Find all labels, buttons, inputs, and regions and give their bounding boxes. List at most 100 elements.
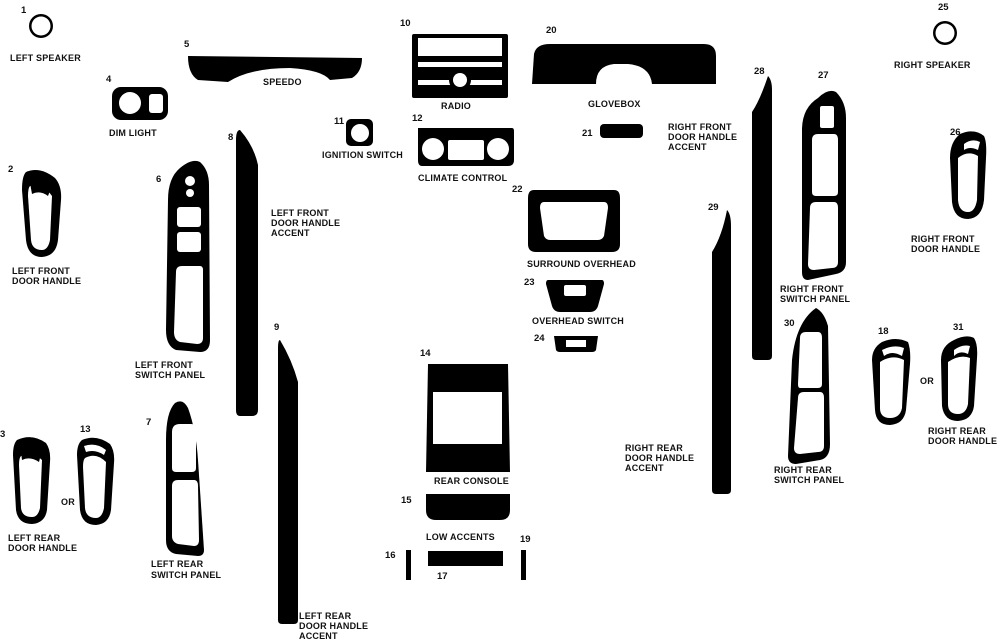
part-number: 6: [156, 174, 161, 185]
part-label: CLIMATE CONTROL: [418, 173, 508, 183]
part-label: RIGHT SPEAKER: [894, 60, 971, 70]
part-number: 13: [80, 424, 91, 435]
part-label: SWITCH PANEL: [774, 475, 845, 485]
part-label: ACCENT: [668, 142, 707, 152]
part-number: 29: [708, 202, 719, 213]
part-label: LOW ACCENTS: [426, 532, 495, 542]
part-30-right-rear-switch-panel: 30 RIGHT REAR SWITCH PANEL: [774, 308, 845, 485]
part-number: 21: [582, 128, 593, 139]
part-number: 15: [401, 495, 412, 506]
part-7-left-rear-switch-panel: 7 LEFT REAR SWITCH PANEL: [146, 401, 222, 580]
part-6-left-front-switch-panel: 6 LEFT FRONT SWITCH PANEL: [135, 160, 210, 380]
part-number: 27: [818, 70, 829, 81]
part-label: LEFT FRONT: [271, 208, 329, 218]
part-14-rear-console: 14 REAR CONSOLE: [420, 348, 510, 486]
part-11-ignition-switch: 11 IGNITION SWITCH: [322, 116, 403, 160]
part-number: 30: [784, 318, 795, 329]
part-10-radio: 10 RADIO: [400, 18, 508, 111]
part-label: RIGHT REAR: [774, 465, 832, 475]
part-number: 1: [21, 5, 27, 16]
part-number: 2: [8, 164, 13, 175]
part-number: 4: [106, 74, 112, 85]
part-number: 8: [228, 132, 233, 143]
or-connector: OR: [920, 376, 934, 386]
part-label: RIGHT FRONT: [780, 284, 844, 294]
part-label: SURROUND OVERHEAD: [527, 259, 636, 269]
part-label: LEFT REAR: [299, 611, 352, 621]
part-label: IGNITION SWITCH: [322, 150, 403, 160]
part-25-right-speaker: 25 RIGHT SPEAKER: [894, 2, 971, 70]
part-26-right-front-door-handle: 26 RIGHT FRONT DOOR HANDLE: [911, 127, 987, 254]
part-label: LEFT SPEAKER: [10, 53, 81, 63]
part-22-surround-overhead: 22 SURROUND OVERHEAD: [512, 184, 636, 269]
part-number: 19: [520, 534, 531, 545]
part-number: 23: [524, 277, 535, 288]
part-label: DOOR HANDLE: [271, 218, 340, 228]
part-label: DOOR HANDLE: [668, 132, 737, 142]
part-label: OVERHEAD SWITCH: [532, 316, 624, 326]
part-label: LEFT FRONT: [12, 266, 70, 276]
part-label: SWITCH PANEL: [780, 294, 851, 304]
part-29-right-rear-door-handle-accent: 29 RIGHT REAR DOOR HANDLE ACCENT: [625, 202, 731, 494]
part-number: 17: [437, 571, 448, 582]
part-label: RIGHT REAR: [928, 426, 986, 436]
part-4-dim-light: 4 DIM LIGHT: [106, 74, 168, 138]
part-18-right-rear-door-handle-alt: 18: [872, 326, 911, 425]
part-number: 16: [385, 550, 396, 561]
part-label: DIM LIGHT: [109, 128, 157, 138]
part-label: LEFT FRONT: [135, 360, 193, 370]
part-1-left-speaker: 1 LEFT SPEAKER: [10, 5, 81, 63]
part-label: ACCENT: [271, 228, 310, 238]
part-28-right-front-door-handle-accent: 28: [752, 66, 772, 360]
part-2-left-front-door-handle: 2 LEFT FRONT DOOR HANDLE: [8, 164, 81, 286]
part-number: 24: [534, 333, 545, 344]
part-19-accent: 19: [520, 534, 531, 580]
part-12-climate-control: 12 CLIMATE CONTROL: [412, 113, 514, 183]
part-label: LEFT REAR: [8, 533, 61, 543]
part-24-overhead-accent: 24: [534, 333, 598, 352]
part-27-right-front-switch-panel: 27 RIGHT FRONT SWITCH PANEL: [780, 70, 851, 304]
part-9-left-rear-door-handle-accent: 9 LEFT REAR DOOR HANDLE ACCENT: [274, 322, 368, 641]
part-number: 28: [754, 66, 765, 77]
part-number: 18: [878, 326, 889, 337]
part-label: ACCENT: [625, 463, 664, 473]
part-8-left-front-door-handle-accent: 8 LEFT FRONT DOOR HANDLE ACCENT: [228, 130, 340, 416]
part-label: RIGHT FRONT: [668, 122, 732, 132]
part-15-low-accents: 15 LOW ACCENTS: [401, 494, 510, 542]
part-21-right-front-door-handle-accent: 21 RIGHT FRONT DOOR HANDLE ACCENT: [582, 122, 737, 152]
part-number: 7: [146, 417, 151, 428]
part-label: SPEEDO: [263, 77, 302, 87]
part-20-glovebox: 20 GLOVEBOX: [532, 25, 716, 109]
part-label: DOOR HANDLE: [299, 621, 368, 631]
part-17-accent: 17: [428, 551, 503, 582]
part-label: ACCENT: [299, 631, 338, 641]
part-number: 26: [950, 127, 961, 138]
part-label: DOOR HANDLE: [8, 543, 77, 553]
part-23-overhead-switch: 23 OVERHEAD SWITCH: [524, 277, 624, 326]
part-label: RIGHT REAR: [625, 443, 683, 453]
part-label: DOOR HANDLE: [928, 436, 997, 446]
or-connector: OR: [61, 497, 75, 507]
part-label: SWITCH PANEL: [135, 370, 206, 380]
part-number: 9: [274, 322, 279, 333]
part-label: SWITCH PANEL: [151, 570, 222, 580]
part-number: 31: [953, 322, 964, 333]
part-31-right-rear-door-handle: 31 RIGHT REAR DOOR HANDLE: [928, 322, 997, 446]
part-number: 10: [400, 18, 411, 29]
part-label: DOOR HANDLE: [625, 453, 694, 463]
part-label: DOOR HANDLE: [911, 244, 980, 254]
part-13-left-rear-door-handle-alt: 13: [77, 424, 115, 525]
part-16-accent: 16: [385, 550, 411, 580]
part-label: DOOR HANDLE: [12, 276, 81, 286]
part-number: 11: [334, 116, 345, 127]
part-5-speedo: 5 SPEEDO: [184, 39, 362, 87]
part-label: REAR CONSOLE: [434, 476, 509, 486]
part-number: 25: [938, 2, 949, 13]
part-label: LEFT REAR: [151, 559, 204, 569]
part-3-left-rear-door-handle: 3 LEFT REAR DOOR HANDLE: [0, 429, 77, 553]
part-number: 12: [412, 113, 423, 124]
part-number: 22: [512, 184, 523, 195]
part-number: 3: [0, 429, 5, 440]
part-number: 14: [420, 348, 431, 359]
